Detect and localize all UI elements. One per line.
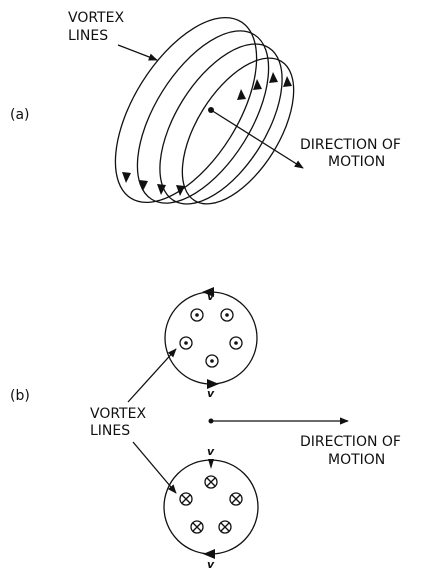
velocity-label-top-lower: v: [207, 445, 215, 458]
panel-a: (a) VORTEX LINES DIRECTION OF MOTION: [10, 10, 401, 205]
vortex-arrow-up-3: [269, 72, 278, 83]
vortex-line-inner: [181, 57, 295, 205]
vortex-dot-1: [190, 308, 204, 322]
velocity-arrow-lower-bottom: [203, 549, 215, 559]
direction-label-a-line2: MOTION: [328, 154, 385, 170]
vortex-dot-2: [220, 308, 234, 322]
vortex-arrow-up-2: [253, 79, 262, 90]
vortex-cross-3: [229, 492, 243, 506]
direction-label-b-line1: DIRECTION OF: [300, 434, 401, 450]
velocity-arrow-lower-top: [208, 459, 214, 469]
vortex-dot-3: [179, 336, 193, 350]
vortex-cross-5: [218, 520, 232, 534]
upper-cross-section: v v: [164, 287, 258, 400]
panel-b-label: (b): [10, 388, 30, 404]
vortex-lines-label-b-line2: LINES: [90, 423, 130, 439]
velocity-arrow-upper-top: [202, 287, 214, 297]
velocity-label-bottom-upper: v: [207, 387, 215, 400]
direction-label-b-line2: MOTION: [328, 452, 385, 468]
vortex-cross-4: [190, 520, 204, 534]
direction-label-a-line1: DIRECTION OF: [300, 137, 401, 153]
vortex-dot-5: [205, 354, 219, 368]
vortex-line-mid-left: [136, 30, 270, 204]
vortex-lines-pointer-b-down: [132, 441, 177, 494]
vortex-arrow-down-1: [122, 172, 131, 183]
panel-a-label: (a): [10, 107, 30, 123]
vortex-cross-2: [179, 492, 193, 506]
vortex-lines-label-a-line2: LINES: [68, 28, 108, 44]
vortex-lines-pointer-b-up: [127, 348, 177, 403]
lower-ring-circle: [163, 459, 259, 555]
vortex-lines-pointer-a: [117, 44, 158, 61]
lower-cross-section: v v: [163, 445, 259, 569]
velocity-label-top-upper: v: [207, 290, 215, 303]
velocity-arrow-upper-bottom: [207, 379, 219, 389]
vortex-lines-label-a-line1: VORTEX: [68, 10, 124, 26]
vortex-arrow-up-1: [237, 89, 246, 100]
vortex-arrow-down-3: [157, 184, 166, 195]
vortex-arrow-up-4: [283, 76, 292, 87]
direction-arrow-a: [210, 109, 304, 169]
vortex-ring-a: [114, 16, 295, 205]
vortex-line-outer-left: [114, 16, 258, 204]
upper-ring-circle: [164, 291, 258, 385]
vortex-line-mid-right: [159, 43, 283, 205]
vortex-cross-1: [204, 475, 218, 489]
vortex-dot-4: [229, 336, 243, 350]
vortex-arrow-down-2: [139, 180, 148, 191]
vortex-arrow-down-4: [176, 185, 185, 196]
panel-b: (b) v v v v VORTEX: [10, 287, 401, 569]
vortex-lines-label-b-line1: VORTEX: [90, 406, 146, 422]
velocity-label-bottom-lower: v: [207, 558, 215, 569]
